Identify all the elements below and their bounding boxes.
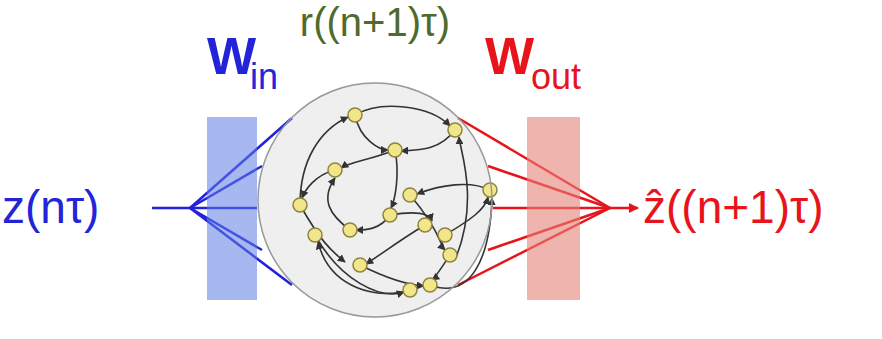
signal-label: z(nτ) xyxy=(2,184,99,230)
subscript: in xyxy=(250,59,278,95)
weight-band: Win xyxy=(207,117,257,300)
subscript: out xyxy=(531,59,581,95)
weight-band: Wout xyxy=(527,117,580,300)
reservoir-outline xyxy=(257,82,493,318)
node-heading: r((n+1)τ) xyxy=(300,2,450,42)
network-links xyxy=(300,106,492,293)
reservoir-circle: r((n+1)τ) xyxy=(257,82,493,318)
signal-label: ẑ((n+1)τ) xyxy=(643,184,823,230)
node-heading: W xyxy=(207,30,256,82)
node-heading: W xyxy=(485,30,534,82)
reservoir-disc xyxy=(257,82,493,318)
network-dots xyxy=(293,108,497,297)
